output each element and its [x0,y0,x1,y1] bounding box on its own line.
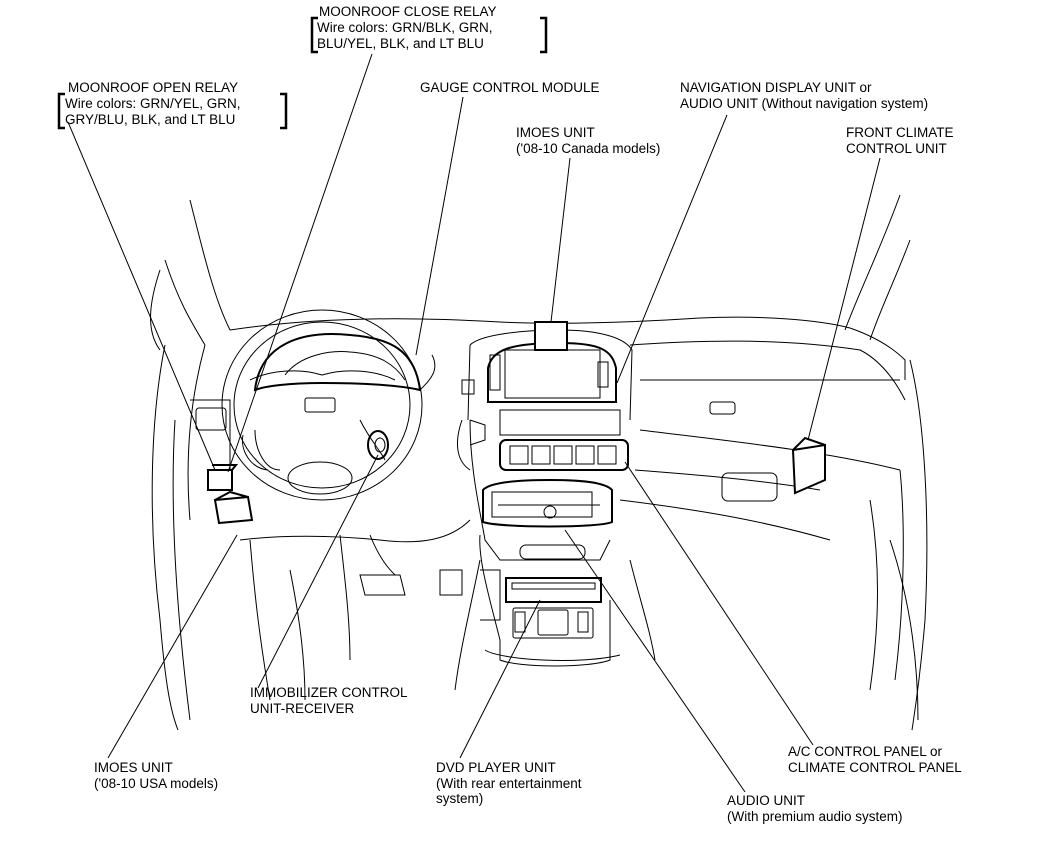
label-imoes-unit-usa: IMOES UNIT ('08-10 USA models) [94,760,218,791]
svg-text:(With premium audio system): (With premium audio system) [727,809,903,824]
svg-text:Wire colors: GRN/YEL, GRN,: Wire colors: GRN/YEL, GRN, [65,96,241,111]
svg-text:DVD PLAYER UNIT: DVD PLAYER UNIT [436,760,556,775]
label-imoes-unit-canada: IMOES UNIT ('08-10 Canada models) [516,125,660,156]
gauge-cluster [253,333,436,392]
svg-text:IMOES UNIT: IMOES UNIT [516,125,595,140]
svg-text:system): system) [436,791,483,806]
label-moonroof-open-relay: MOONROOF OPEN RELAY Wire colors: GRN/YEL… [65,80,241,127]
svg-text:CONTROL UNIT: CONTROL UNIT [846,141,947,156]
svg-text:('08-10 USA models): ('08-10 USA models) [94,776,218,791]
center-stack [457,321,633,603]
label-moonroof-close-relay: MOONROOF CLOSE RELAY Wire colors: GRN/BL… [317,4,497,51]
svg-text:BLU/YEL, BLK, and LT BLU: BLU/YEL, BLK, and LT BLU [317,36,484,51]
immobilizer-receiver-part [367,430,389,460]
svg-text:GAUGE CONTROL MODULE: GAUGE CONTROL MODULE [420,80,600,95]
svg-text:A/C CONTROL PANEL or: A/C CONTROL PANEL or [788,744,943,759]
svg-text:AUDIO UNIT: AUDIO UNIT [727,793,805,808]
left-relays [207,464,254,525]
svg-text:UNIT-RECEIVER: UNIT-RECEIVER [250,701,355,716]
svg-text:NAVIGATION DISPLAY UNIT or: NAVIGATION DISPLAY UNIT or [680,80,872,95]
label-immobilizer-control-unit-receiver: IMMOBILIZER CONTROL UNIT-RECEIVER [250,685,408,716]
svg-text:('08-10 Canada models): ('08-10 Canada models) [516,141,660,156]
imoes-canada-part [534,321,568,351]
svg-text:GRY/BLU, BLK, and LT BLU: GRY/BLU, BLK, and LT BLU [65,112,235,127]
steering-wheel [221,309,423,501]
svg-text:(With rear entertainment: (With rear entertainment [436,776,582,791]
car-interior-outline [150,194,928,731]
svg-text:MOONROOF CLOSE RELAY: MOONROOF CLOSE RELAY [319,4,497,19]
svg-text:CLIMATE CONTROL PANEL: CLIMATE CONTROL PANEL [788,760,962,775]
label-front-climate-control-unit: FRONT CLIMATE CONTROL UNIT [846,125,954,156]
leader-lines [67,53,881,793]
svg-text:AUDIO UNIT (Without navigation: AUDIO UNIT (Without navigation system) [680,96,928,111]
svg-text:Wire colors: GRN/BLK, GRN,: Wire colors: GRN/BLK, GRN, [317,20,493,35]
label-audio-unit: AUDIO UNIT (With premium audio system) [727,793,903,824]
brackets [57,16,548,130]
label-dvd-player-unit: DVD PLAYER UNIT (With rear entertainment… [436,760,582,806]
svg-text:IMMOBILIZER CONTROL: IMMOBILIZER CONTROL [250,685,408,700]
front-climate-control-unit-part [791,436,826,495]
svg-text:IMOES UNIT: IMOES UNIT [94,760,173,775]
svg-text:FRONT CLIMATE: FRONT CLIMATE [846,125,954,140]
label-navigation-display-unit: NAVIGATION DISPLAY UNIT or AUDIO UNIT (W… [680,80,928,111]
svg-text:MOONROOF OPEN RELAY: MOONROOF OPEN RELAY [68,80,238,95]
label-ac-control-panel: A/C CONTROL PANEL or CLIMATE CONTROL PAN… [788,744,962,775]
label-gauge-control-module: GAUGE CONTROL MODULE [420,80,600,95]
